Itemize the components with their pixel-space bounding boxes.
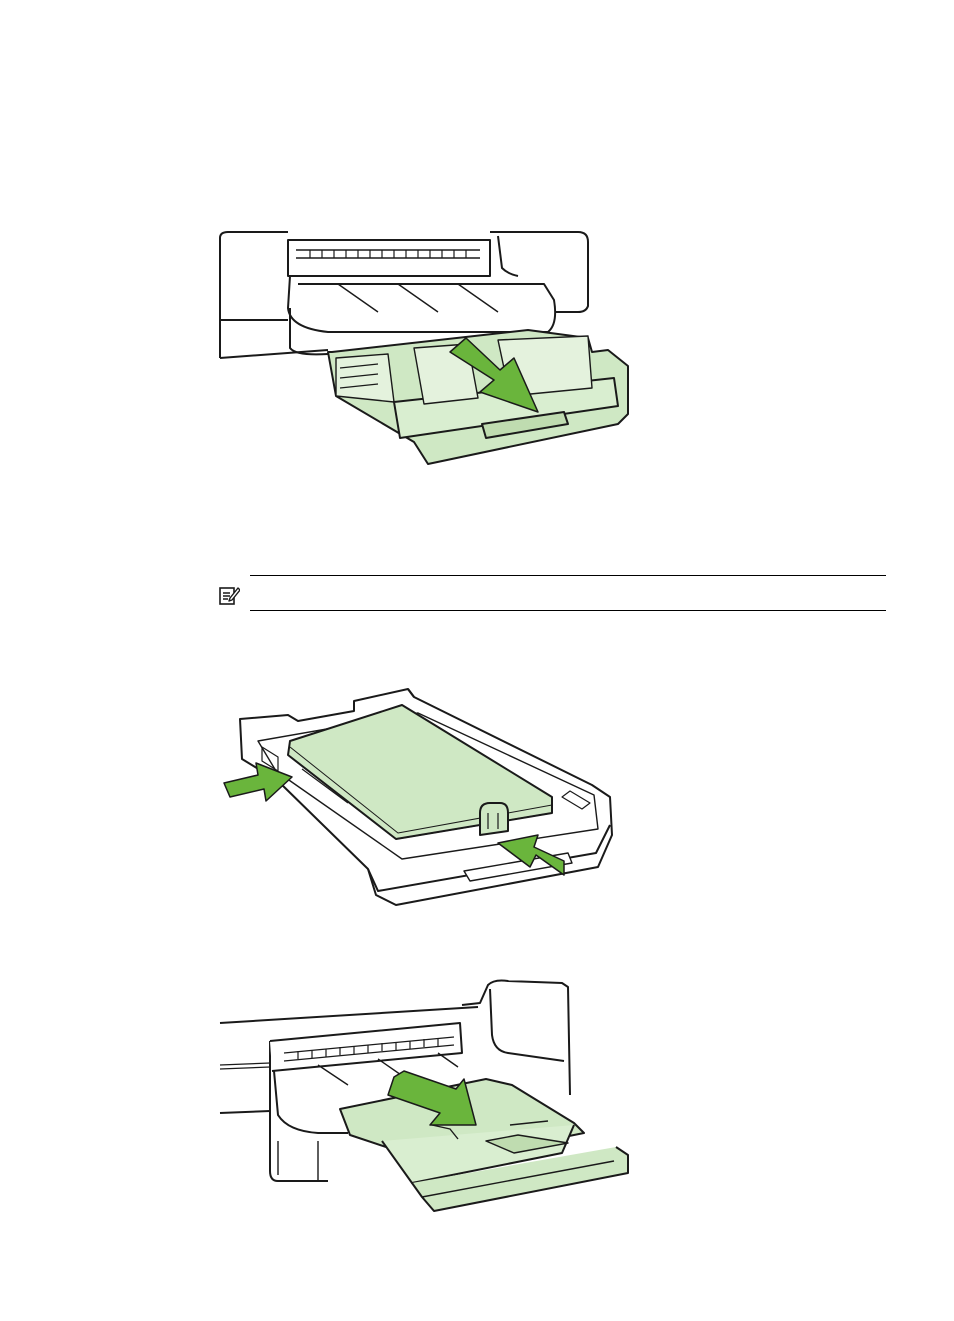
note-rule-bottom [250, 610, 886, 611]
figure-pull-out-tray [218, 228, 638, 468]
note-block [218, 575, 886, 611]
note-rule-top [250, 575, 886, 576]
figure-load-paper-guides [218, 685, 630, 910]
note-pencil-icon [218, 584, 240, 606]
figure-extend-output-tray [218, 975, 634, 1215]
